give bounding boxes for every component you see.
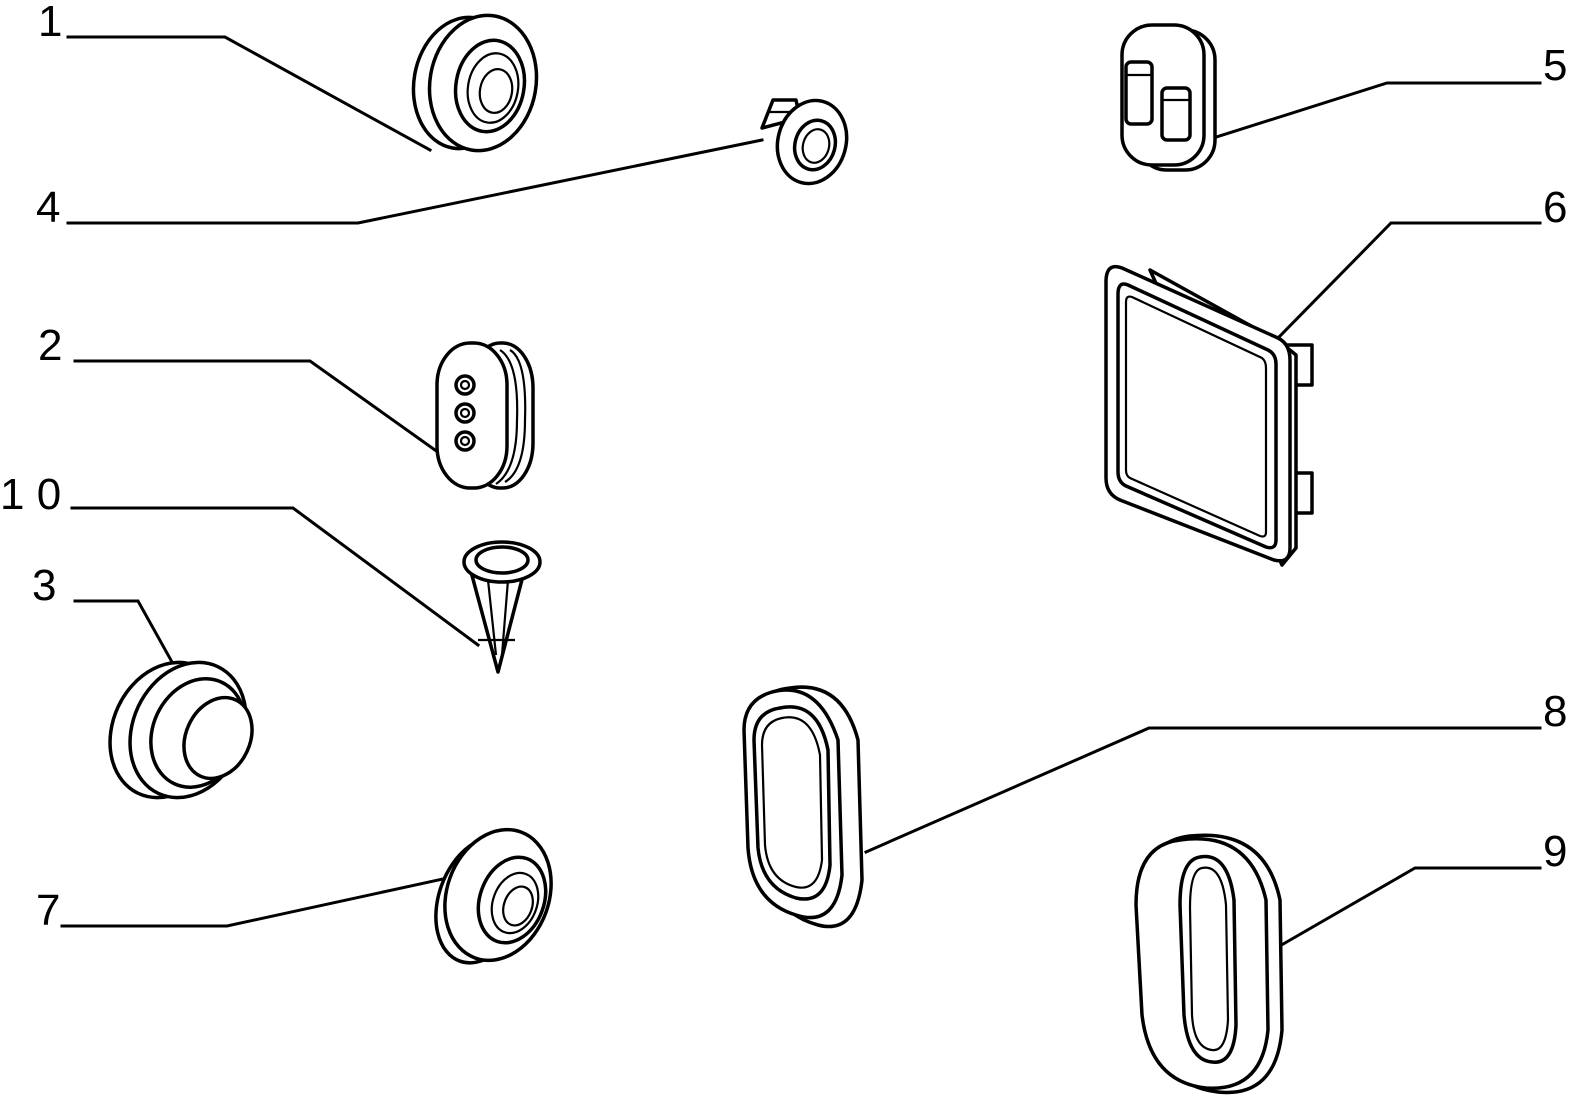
leader-line-4 <box>66 138 764 225</box>
leader-line-3 <box>73 599 175 665</box>
leader-line-9 <box>1275 866 1542 950</box>
callout-number-4: 4 <box>36 183 60 232</box>
part-8-oval-grommet <box>742 685 864 929</box>
part-2-multi-hole-grommet <box>435 341 535 490</box>
part-4-clip <box>760 98 849 186</box>
part-6-square-cover <box>1104 264 1314 567</box>
leader-line-8 <box>864 726 1542 854</box>
callout-number-5: 5 <box>1543 41 1567 90</box>
part-10-push-pin <box>462 540 542 674</box>
leader-line-1 <box>66 35 433 153</box>
leader-line-6 <box>1275 221 1542 341</box>
callout-number-1: 1 <box>38 0 62 46</box>
leader-line-2 <box>73 359 445 458</box>
part-5-clip-plug <box>1120 23 1217 172</box>
part-1-grommet <box>411 13 539 153</box>
callout-number-3: 3 <box>32 561 56 610</box>
callout-number-6: 6 <box>1543 183 1567 232</box>
part-3-blind-plug <box>108 660 254 800</box>
callout-number-2: 2 <box>38 321 62 370</box>
leader-line-5 <box>1208 81 1542 141</box>
part-7-round-grommet <box>434 827 553 965</box>
callout-number-7: 7 <box>36 886 60 935</box>
leader-line-7 <box>60 875 454 928</box>
callout-number-10: 1 0 <box>0 470 61 519</box>
part-9-oval-ring <box>1134 833 1284 1095</box>
leader-line-10 <box>70 506 481 648</box>
callout-number-9: 9 <box>1543 827 1567 876</box>
callout-number-8: 8 <box>1543 687 1567 736</box>
